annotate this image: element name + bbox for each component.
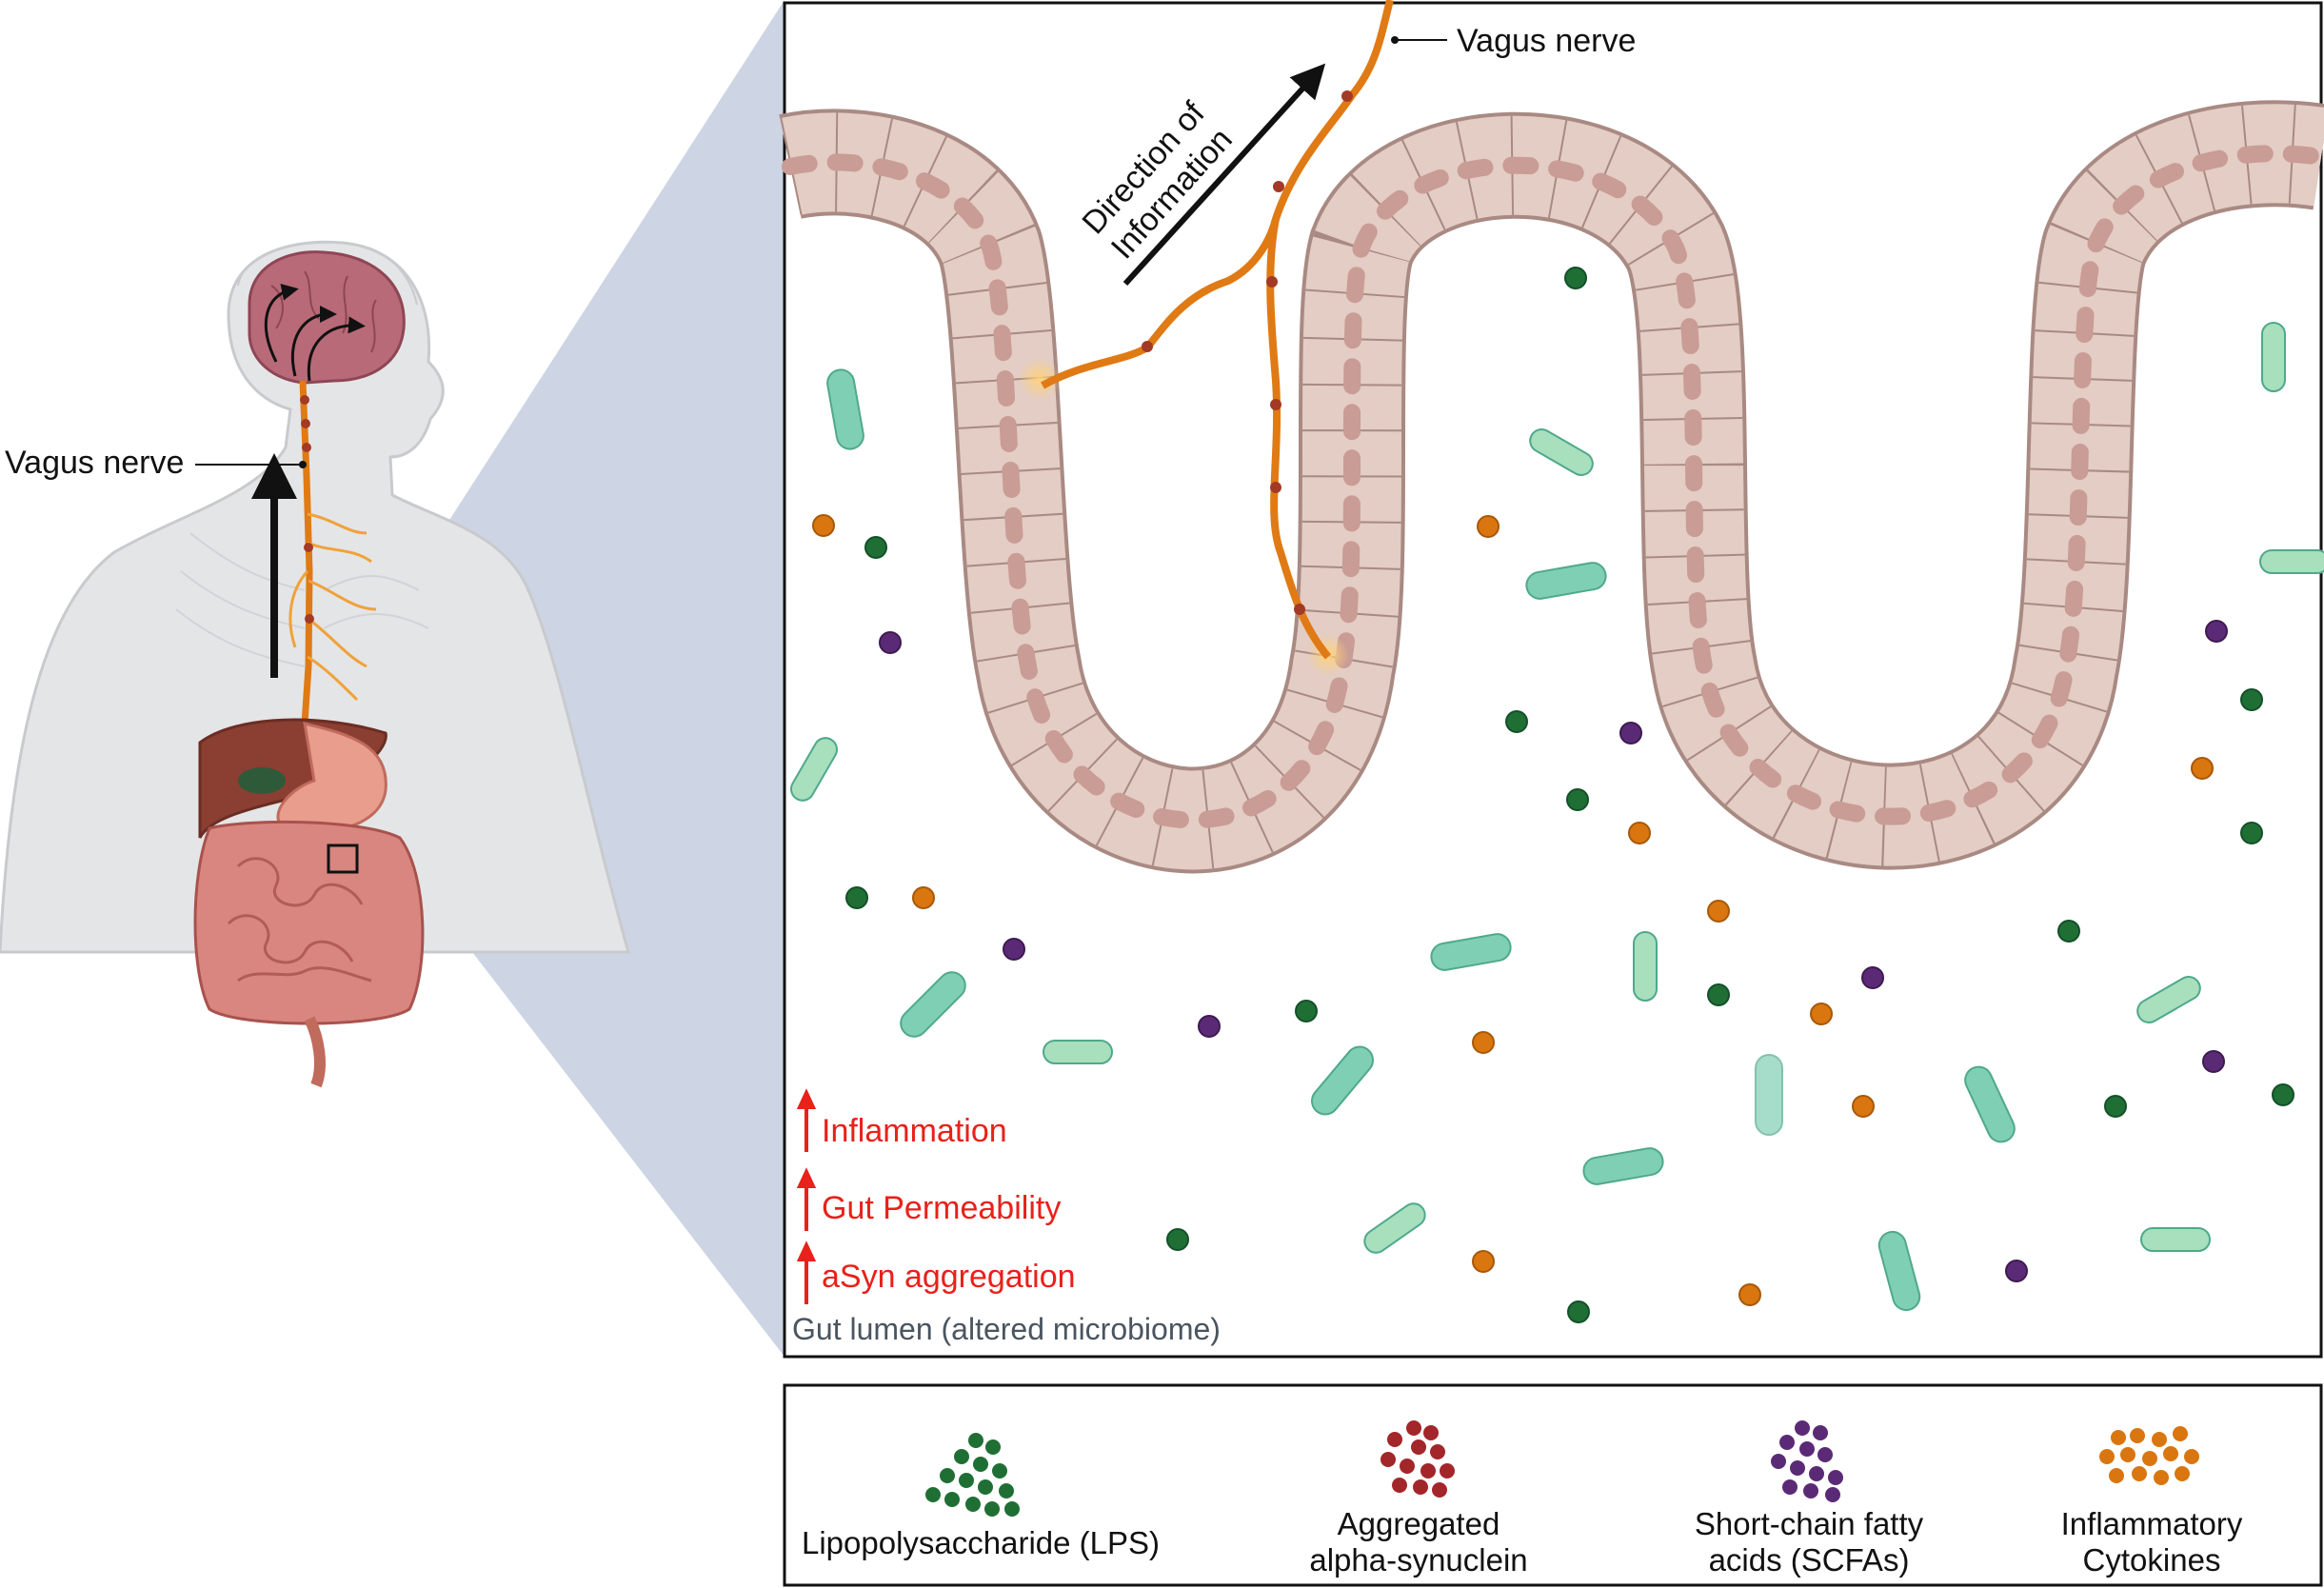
legend-frame bbox=[783, 1383, 2323, 1587]
legend-label-scfa: Short-chain fatty acids (SCFAs) bbox=[1694, 1506, 1924, 1578]
direction-arrow bbox=[1122, 63, 1326, 287]
effect-inflammation: Inflammation bbox=[822, 1113, 1007, 1149]
legend-lps-dots bbox=[925, 1433, 1020, 1517]
effect-asyn-aggregation: aSyn aggregation bbox=[822, 1259, 1076, 1295]
legend-label-lps: Lipopolysaccharide (LPS) bbox=[801, 1525, 1161, 1560]
human-body-illustration bbox=[0, 240, 630, 1088]
gut-lumen-label: Gut lumen (altered microbiome) bbox=[792, 1312, 1221, 1346]
zoom-box bbox=[327, 844, 359, 874]
bacteria-group bbox=[790, 322, 2324, 1312]
legend-asyn-dots bbox=[1380, 1420, 1455, 1498]
effect-arrows bbox=[796, 1088, 817, 1304]
legend-label-asyn: Aggregated alpha-synuclein bbox=[1309, 1506, 1528, 1578]
legend-label-cytokines: Inflammatory Cytokines bbox=[2060, 1506, 2243, 1578]
vagus-nerve-label-left: Vagus nerve bbox=[5, 445, 185, 481]
brain bbox=[248, 250, 406, 385]
intestinal-epithelium bbox=[779, 100, 2324, 874]
legend-cytokine-dots bbox=[2099, 1426, 2199, 1485]
vagus-nerve-label-gut: Vagus nerve bbox=[1457, 23, 1637, 59]
vagus-nerve-fiber bbox=[1019, 0, 1447, 676]
molecule-dots bbox=[812, 267, 2294, 1323]
effect-gut-permeability: Gut Permeability bbox=[822, 1190, 1062, 1226]
legend-scfa-dots bbox=[1771, 1420, 1843, 1502]
